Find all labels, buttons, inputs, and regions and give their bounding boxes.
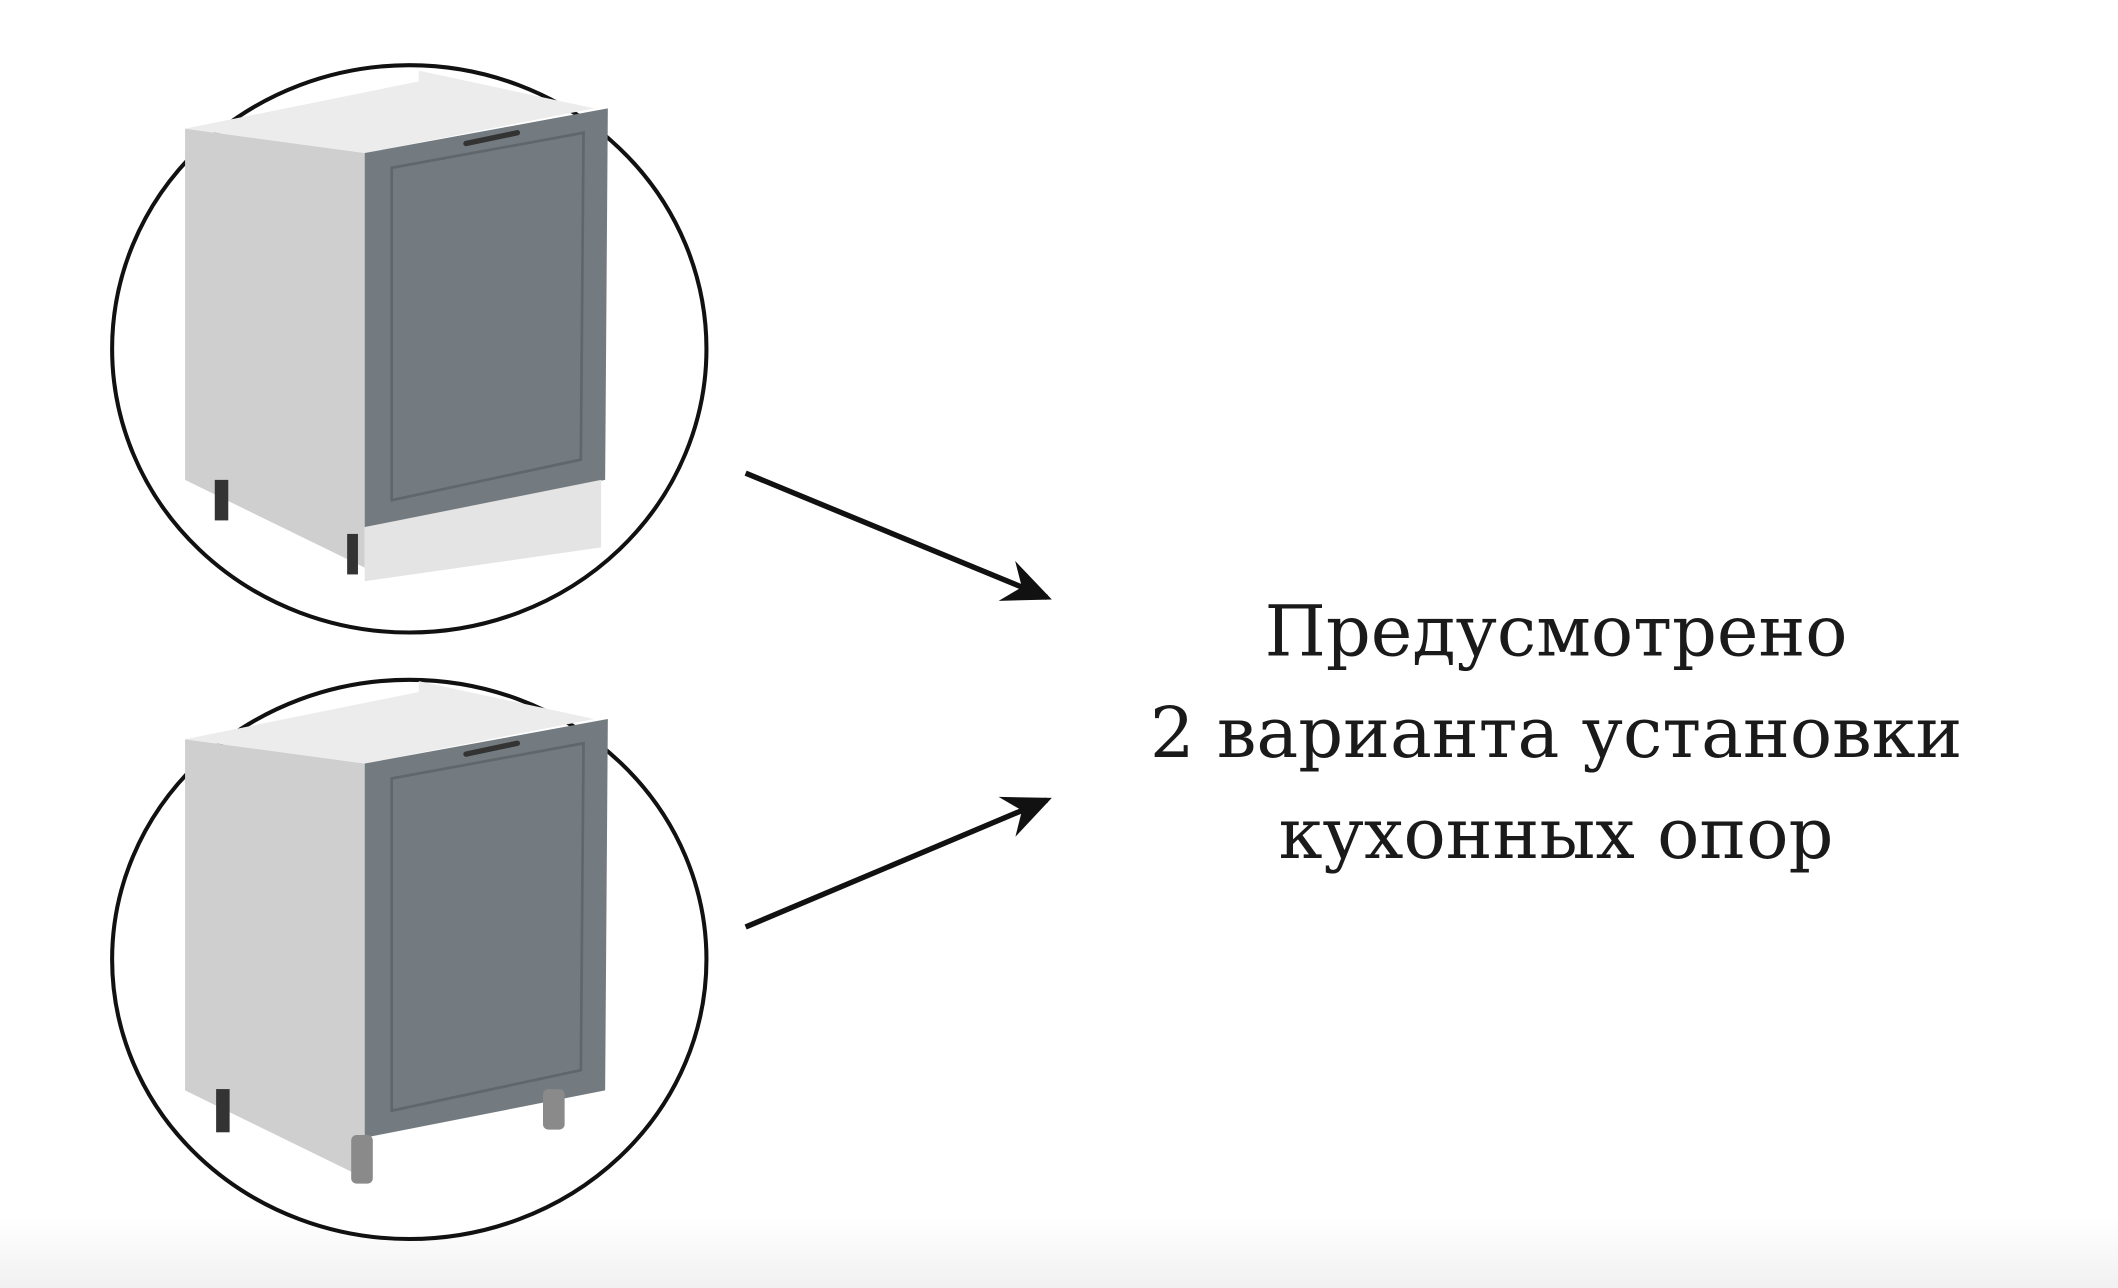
cabinet-variant-1 xyxy=(110,63,709,635)
caption-line-2: 2 варианта установки xyxy=(1150,692,1963,774)
cabinet-variant-2 xyxy=(110,677,709,1242)
caption-line-1: Предусмотрено xyxy=(1265,590,1848,672)
arrow-2 xyxy=(744,796,1052,930)
caption-line-3: кухонных опор xyxy=(1279,793,1834,875)
arrow-1 xyxy=(744,470,1052,601)
